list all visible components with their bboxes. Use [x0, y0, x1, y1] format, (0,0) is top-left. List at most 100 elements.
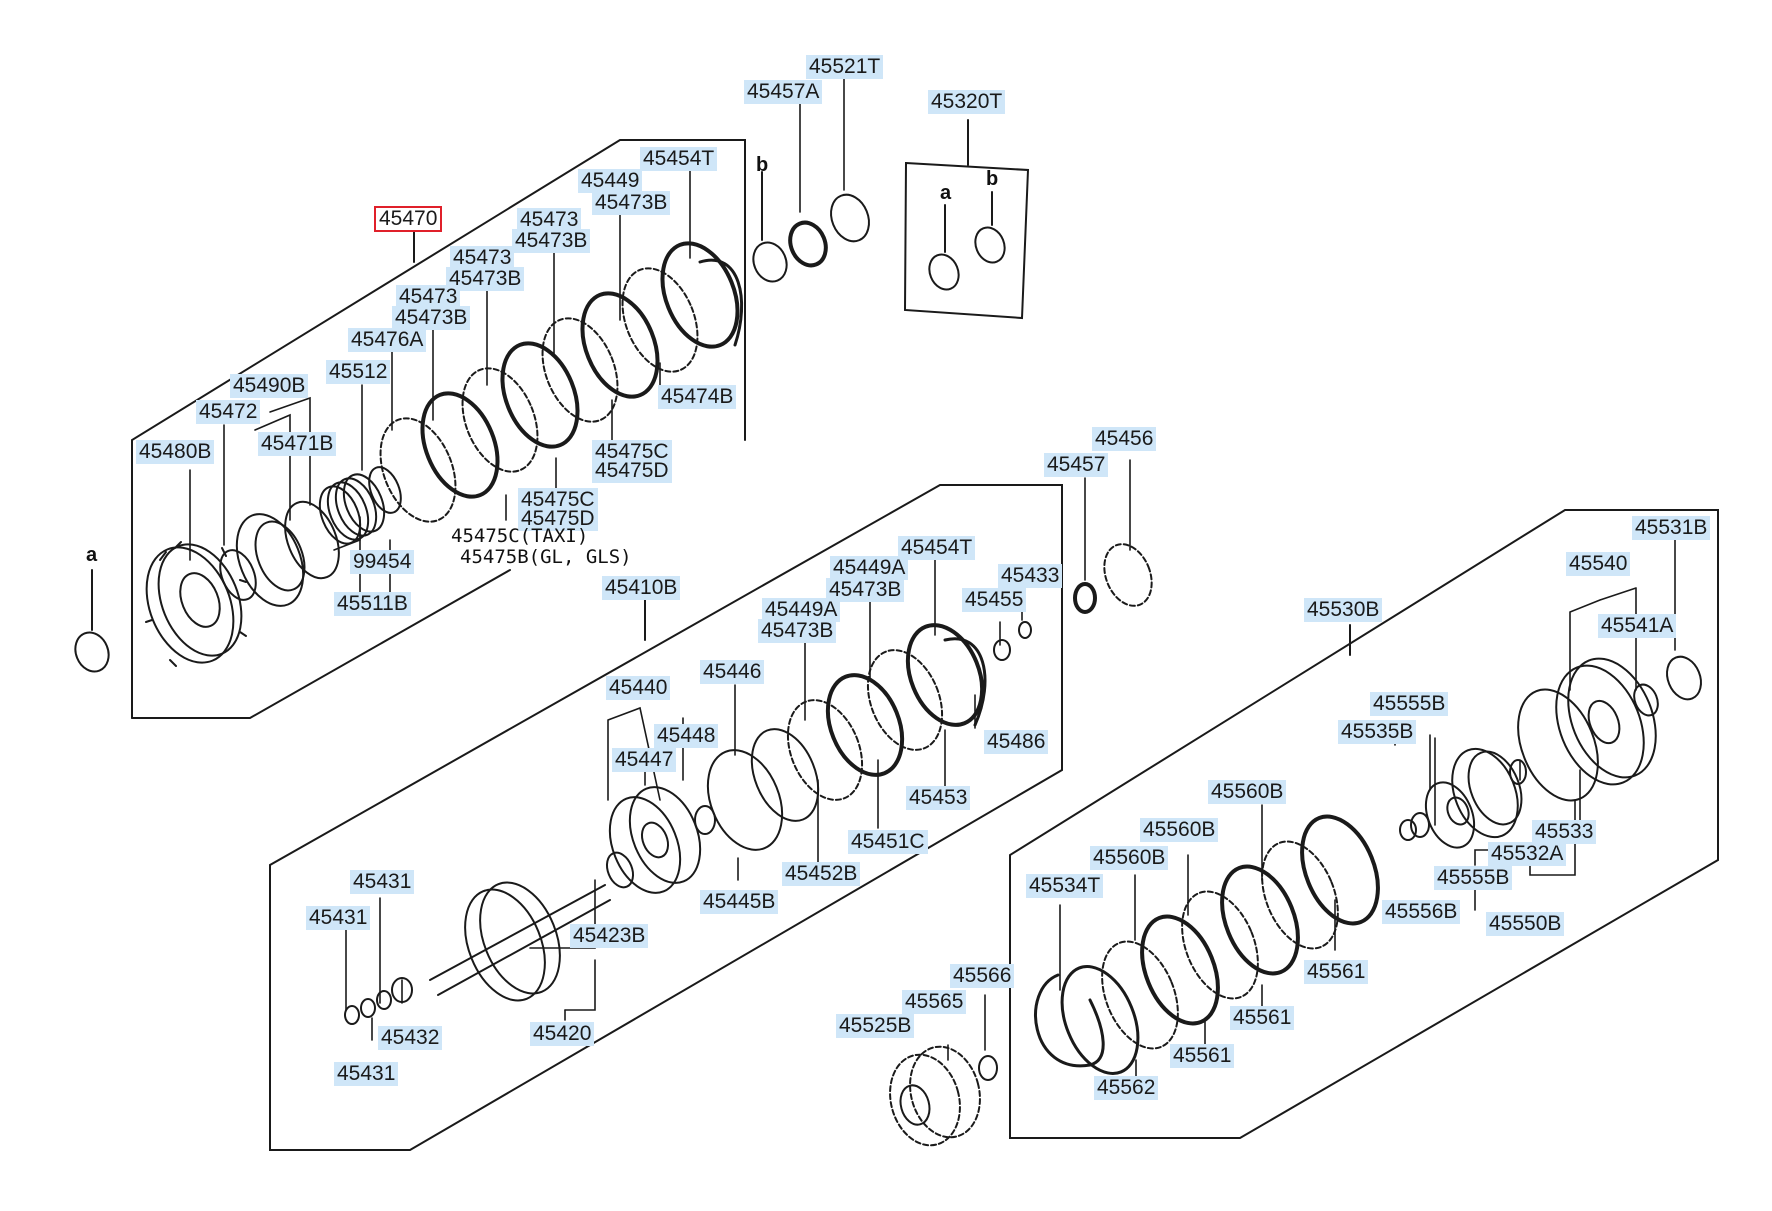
label-45561-3[interactable]: 45561	[1170, 1044, 1235, 1068]
label-45453[interactable]: 45453	[906, 786, 971, 810]
label-45410B[interactable]: 45410B	[602, 576, 681, 600]
part-45457-bearing	[1073, 582, 1097, 614]
label-45440[interactable]: 45440	[606, 676, 671, 700]
label-45532A[interactable]: 45532A	[1488, 842, 1567, 866]
label-45533[interactable]: 45533	[1532, 820, 1597, 844]
part-45533-seal	[1509, 759, 1527, 785]
label-45454T-mid[interactable]: 45454T	[898, 536, 976, 560]
label-45456[interactable]: 45456	[1092, 427, 1157, 451]
label-45420[interactable]: 45420	[530, 1022, 595, 1046]
label-45473B-1[interactable]: 45473B	[592, 191, 671, 215]
label-45472[interactable]: 45472	[196, 400, 261, 424]
label-45473B-m2[interactable]: 45473B	[758, 619, 837, 643]
part-45531B-washer	[1666, 655, 1702, 701]
label-45473B-4[interactable]: 45473B	[392, 306, 471, 330]
part-45560B-disc-1	[1101, 940, 1179, 1050]
part-45535B-ring	[1399, 819, 1417, 841]
label-45511B[interactable]: 45511B	[334, 592, 411, 616]
label-45560B-1[interactable]: 45560B	[1208, 780, 1287, 804]
part-45490B-seal	[284, 500, 340, 580]
label-45566[interactable]: 45566	[950, 964, 1015, 988]
label-45540[interactable]: 45540	[1566, 552, 1631, 576]
label-45447[interactable]: 45447	[612, 748, 677, 772]
part-45453-plate	[905, 623, 985, 727]
label-45455[interactable]: 45455	[962, 588, 1027, 612]
label-45431-1[interactable]: 45431	[350, 870, 415, 894]
label-45565[interactable]: 45565	[902, 990, 967, 1014]
note-gl-gls: 45475B(GL, GLS)	[460, 546, 632, 568]
label-45470[interactable]: 45470	[374, 206, 443, 232]
label-45560B-3[interactable]: 45560B	[1090, 846, 1169, 870]
label-45561-1[interactable]: 45561	[1304, 960, 1369, 984]
part-45449A-plate-1	[825, 673, 905, 777]
label-45486[interactable]: 45486	[984, 730, 1049, 754]
label-45320T[interactable]: 45320T	[928, 90, 1006, 114]
label-45445B[interactable]: 45445B	[700, 890, 779, 914]
part-45456-gear	[1103, 543, 1153, 607]
marker-b-top: b	[756, 154, 769, 176]
frame-45410B	[269, 484, 1063, 1151]
part-45448-seal	[694, 805, 716, 835]
label-45525B[interactable]: 45525B	[836, 1014, 915, 1038]
part-45560B-disc-2	[1181, 890, 1259, 1000]
label-45562[interactable]: 45562	[1094, 1076, 1159, 1100]
part-clutch-disc-4	[621, 267, 699, 373]
label-45473B-2[interactable]: 45473B	[512, 229, 591, 253]
ring-b-top	[752, 241, 788, 283]
label-45556B[interactable]: 45556B	[1382, 900, 1461, 924]
label-45448[interactable]: 45448	[654, 724, 719, 748]
part-45446-spring	[750, 728, 820, 822]
label-45473-4[interactable]: 45473	[396, 285, 461, 309]
label-45530B[interactable]: 45530B	[1304, 598, 1383, 622]
part-45560B-disc-3	[1261, 840, 1339, 950]
part-45432-washer	[391, 977, 413, 1003]
part-45555B-piston	[1424, 781, 1476, 849]
label-45541A[interactable]: 45541A	[1598, 614, 1677, 638]
part-45431-b	[360, 998, 376, 1018]
label-45431-3[interactable]: 45431	[334, 1062, 399, 1086]
label-45452B[interactable]: 45452B	[782, 862, 861, 886]
label-45473-2[interactable]: 45473	[517, 208, 582, 232]
label-45473B-3[interactable]: 45473B	[446, 267, 525, 291]
label-45449-top[interactable]: 45449	[578, 169, 643, 193]
label-45446[interactable]: 45446	[700, 660, 765, 684]
kit-ring-b	[974, 226, 1006, 264]
label-45521T[interactable]: 45521T	[806, 55, 884, 79]
label-45471B[interactable]: 45471B	[258, 432, 337, 456]
label-45534T[interactable]: 45534T	[1026, 874, 1104, 898]
label-45457[interactable]: 45457	[1044, 453, 1109, 477]
part-45476A-spring	[318, 473, 386, 545]
label-45454T-top[interactable]: 45454T	[640, 147, 718, 171]
label-45555B-bottom[interactable]: 45555B	[1434, 866, 1513, 890]
label-45473-3[interactable]: 45473	[450, 246, 515, 270]
frame-45530B	[1009, 509, 1719, 1139]
label-45561-2[interactable]: 45561	[1230, 1006, 1295, 1030]
part-45451C-disc	[866, 649, 944, 751]
label-45480B[interactable]: 45480B	[136, 440, 215, 464]
label-45449A-2[interactable]: 45449A	[762, 598, 841, 622]
label-45490B[interactable]: 45490B	[230, 374, 309, 398]
label-45555B-top[interactable]: 45555B	[1370, 692, 1449, 716]
label-45474B[interactable]: 45474B	[658, 385, 737, 409]
label-45475D-1[interactable]: 45475D	[592, 459, 672, 483]
label-45560B-2[interactable]: 45560B	[1140, 818, 1219, 842]
label-45475D-2[interactable]: 45475D	[518, 507, 598, 531]
label-45451C[interactable]: 45451C	[848, 830, 928, 854]
label-45473B-m1[interactable]: 45473B	[826, 578, 905, 602]
label-45431-2[interactable]: 45431	[306, 906, 371, 930]
label-45457A[interactable]: 45457A	[744, 80, 823, 104]
label-45531B[interactable]: 45531B	[1632, 516, 1711, 540]
label-45433[interactable]: 45433	[998, 564, 1063, 588]
label-45512[interactable]: 45512	[326, 360, 391, 384]
label-45423B[interactable]: 45423B	[570, 924, 649, 948]
part-clutch-disc-2	[461, 367, 539, 473]
label-45550B[interactable]: 45550B	[1486, 912, 1565, 936]
label-99454[interactable]: 99454	[350, 550, 415, 574]
label-45432[interactable]: 45432	[378, 1026, 443, 1050]
kit-ring-a	[928, 253, 960, 291]
label-45476A[interactable]: 45476A	[348, 328, 427, 352]
part-45565-gear	[889, 1045, 981, 1147]
part-45471B-piston	[235, 513, 305, 607]
label-45535B[interactable]: 45535B	[1338, 720, 1417, 744]
label-45449A-1[interactable]: 45449A	[830, 556, 909, 580]
